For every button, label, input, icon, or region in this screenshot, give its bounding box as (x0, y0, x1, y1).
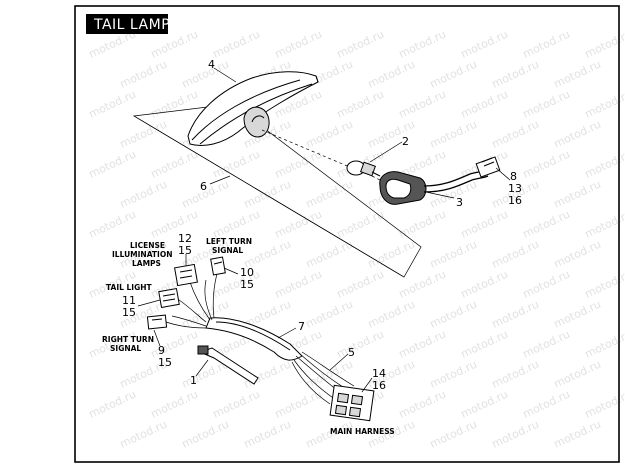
assembly-axis-1 (261, 129, 353, 169)
label-license-3: LAMPS (132, 259, 161, 268)
diagram-frame (74, 5, 620, 463)
callout-6: 6 (200, 180, 207, 193)
callout-8: 8 (510, 170, 517, 183)
callout-12: 12 (178, 232, 192, 245)
leader-lines (137, 67, 511, 393)
callout-5: 5 (348, 346, 355, 359)
label-left-turn-1: LEFT TURN (206, 237, 252, 246)
callout-15-tail: 15 (122, 306, 136, 319)
tail-light-connector (158, 287, 180, 309)
right-turn-connector (146, 314, 168, 330)
label-left-turn-2: SIGNAL (212, 246, 243, 255)
bulb-2 (346, 160, 381, 177)
callout-15-left: 15 (240, 278, 254, 291)
callout-14: 14 (372, 367, 386, 380)
left-turn-connector (210, 256, 226, 276)
gasket-edge (133, 115, 405, 278)
callout-2: 2 (402, 135, 409, 148)
label-right-turn-2: SIGNAL (110, 344, 141, 353)
label-tail-light: TAIL LIGHT (106, 283, 153, 292)
label-license-1: LICENSE (130, 241, 165, 250)
callout-1: 1 (190, 374, 197, 387)
callout-3: 3 (456, 196, 463, 209)
callout-7: 7 (298, 320, 305, 333)
cable-strap-1 (197, 345, 259, 385)
label-right-turn-1: RIGHT TURN (102, 335, 154, 344)
callout-11: 11 (122, 294, 136, 307)
callout-9: 9 (158, 344, 165, 357)
lens-housing-4 (187, 71, 319, 146)
license-lamp-connector (174, 263, 198, 287)
main-harness-connector (329, 384, 375, 422)
callout-16-bottom: 16 (372, 379, 386, 392)
label-main-harness: MAIN HARNESS (330, 427, 395, 436)
callout-15-license: 15 (178, 244, 192, 257)
callout-10: 10 (240, 266, 254, 279)
callout-13-top: 13 (508, 182, 522, 195)
callout-15-right: 15 (158, 356, 172, 369)
bulb-socket-3 (379, 156, 501, 205)
callout-4: 4 (208, 58, 215, 71)
label-license-2: ILLUMINATION (112, 250, 172, 259)
title-box (86, 14, 168, 34)
diagram-title: TAIL LAMP (93, 17, 170, 33)
callout-16-top: 16 (508, 194, 522, 207)
